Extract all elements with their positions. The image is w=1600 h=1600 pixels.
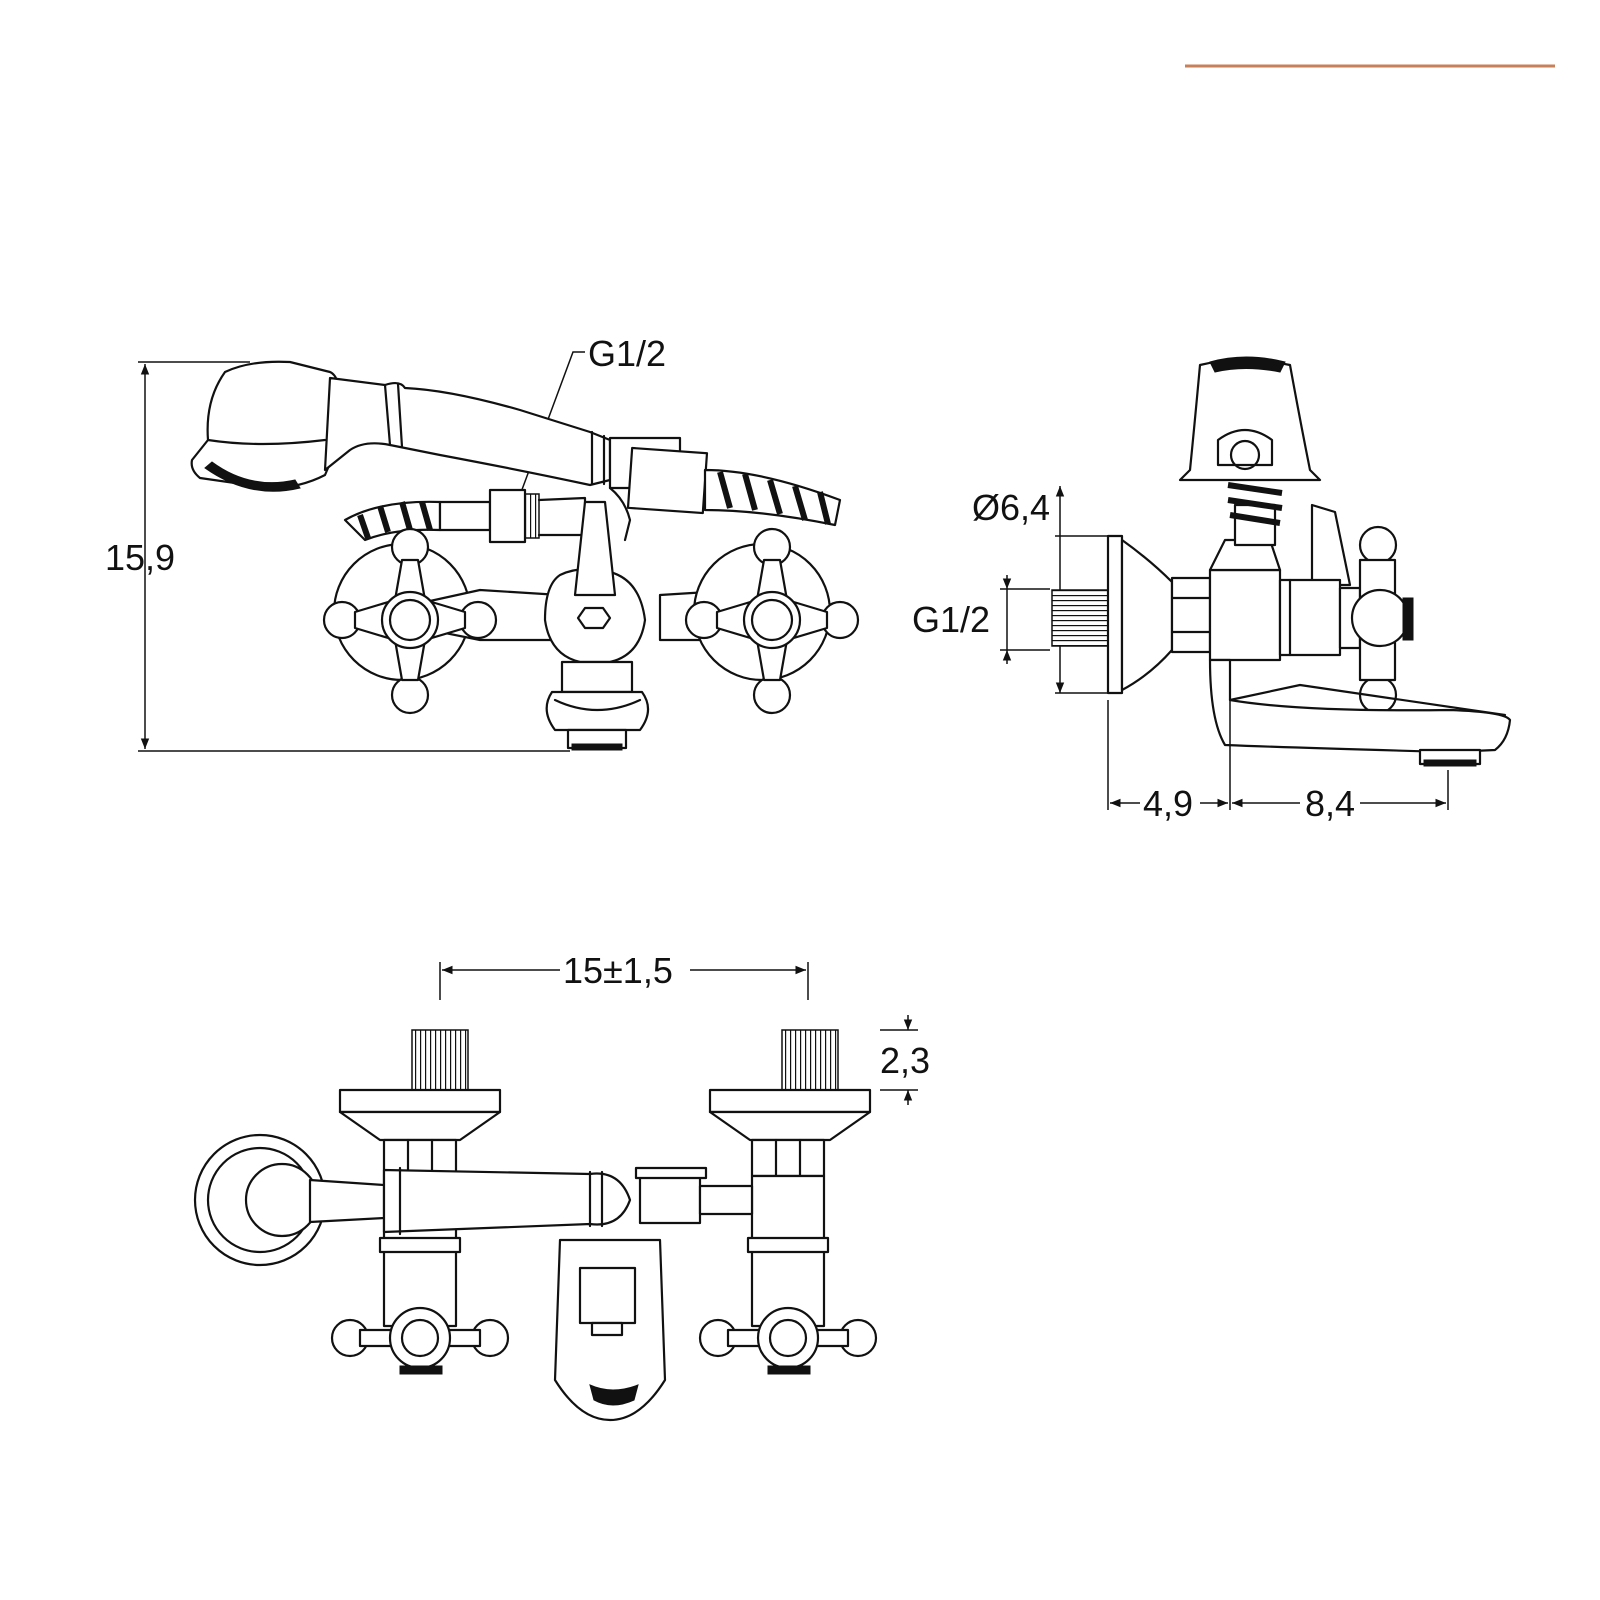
top-left-cross-handle (330, 1306, 510, 1375)
thread-label-side: G1/2 (912, 599, 990, 640)
top-right-cross-handle (698, 1306, 878, 1375)
depth-label: 4,9 (1143, 783, 1193, 824)
front-view: 15,9 G1/2 (105, 333, 860, 752)
thread-label-front: G1/2 (588, 333, 666, 374)
left-cross-handle (322, 527, 498, 715)
right-cross-handle (684, 527, 860, 715)
top-view: 15±1,5 2,3 (193, 950, 930, 1422)
diameter-label: Ø6,4 (972, 487, 1050, 528)
height-dimension-label: 15,9 (105, 537, 175, 578)
spout-length-label: 8,4 (1305, 783, 1355, 824)
side-view: Ø6,4 G1/2 (912, 356, 1512, 824)
spacing-label: 15±1,5 (563, 950, 673, 991)
thread-length-label: 2,3 (880, 1040, 930, 1081)
